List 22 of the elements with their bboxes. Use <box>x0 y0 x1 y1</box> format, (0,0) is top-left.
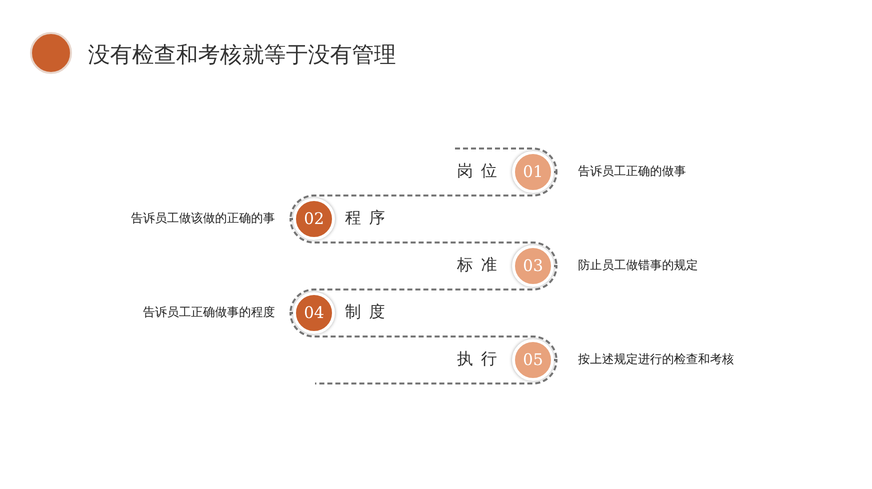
dashed-connector <box>290 265 558 314</box>
step-description: 告诉员工正确做事的程度 <box>143 304 275 320</box>
step-circle: 04 <box>293 292 335 334</box>
step-description: 告诉员工做该做的正确的事 <box>131 210 275 226</box>
dashed-connector <box>290 312 558 361</box>
step-circle: 05 <box>512 339 554 381</box>
step-description: 防止员工做错事的规定 <box>578 257 698 273</box>
dashed-connector <box>455 148 558 173</box>
step-circle: 02 <box>293 198 335 240</box>
step-label: 执行 <box>457 349 505 369</box>
step-label: 程序 <box>345 208 393 228</box>
step-label: 制度 <box>345 302 393 322</box>
step-description: 告诉员工正确的做事 <box>578 163 686 179</box>
step-circle: 01 <box>512 151 554 193</box>
dashed-connector <box>290 171 558 220</box>
dashed-connector <box>315 359 558 384</box>
title: 没有检查和考核就等于没有管理 <box>88 42 396 70</box>
step-description: 按上述规定进行的检查和考核 <box>578 351 734 367</box>
step-label: 岗位 <box>457 161 505 181</box>
dashed-connector <box>290 218 558 267</box>
step-label: 标准 <box>457 255 505 275</box>
step-circle: 03 <box>512 245 554 287</box>
